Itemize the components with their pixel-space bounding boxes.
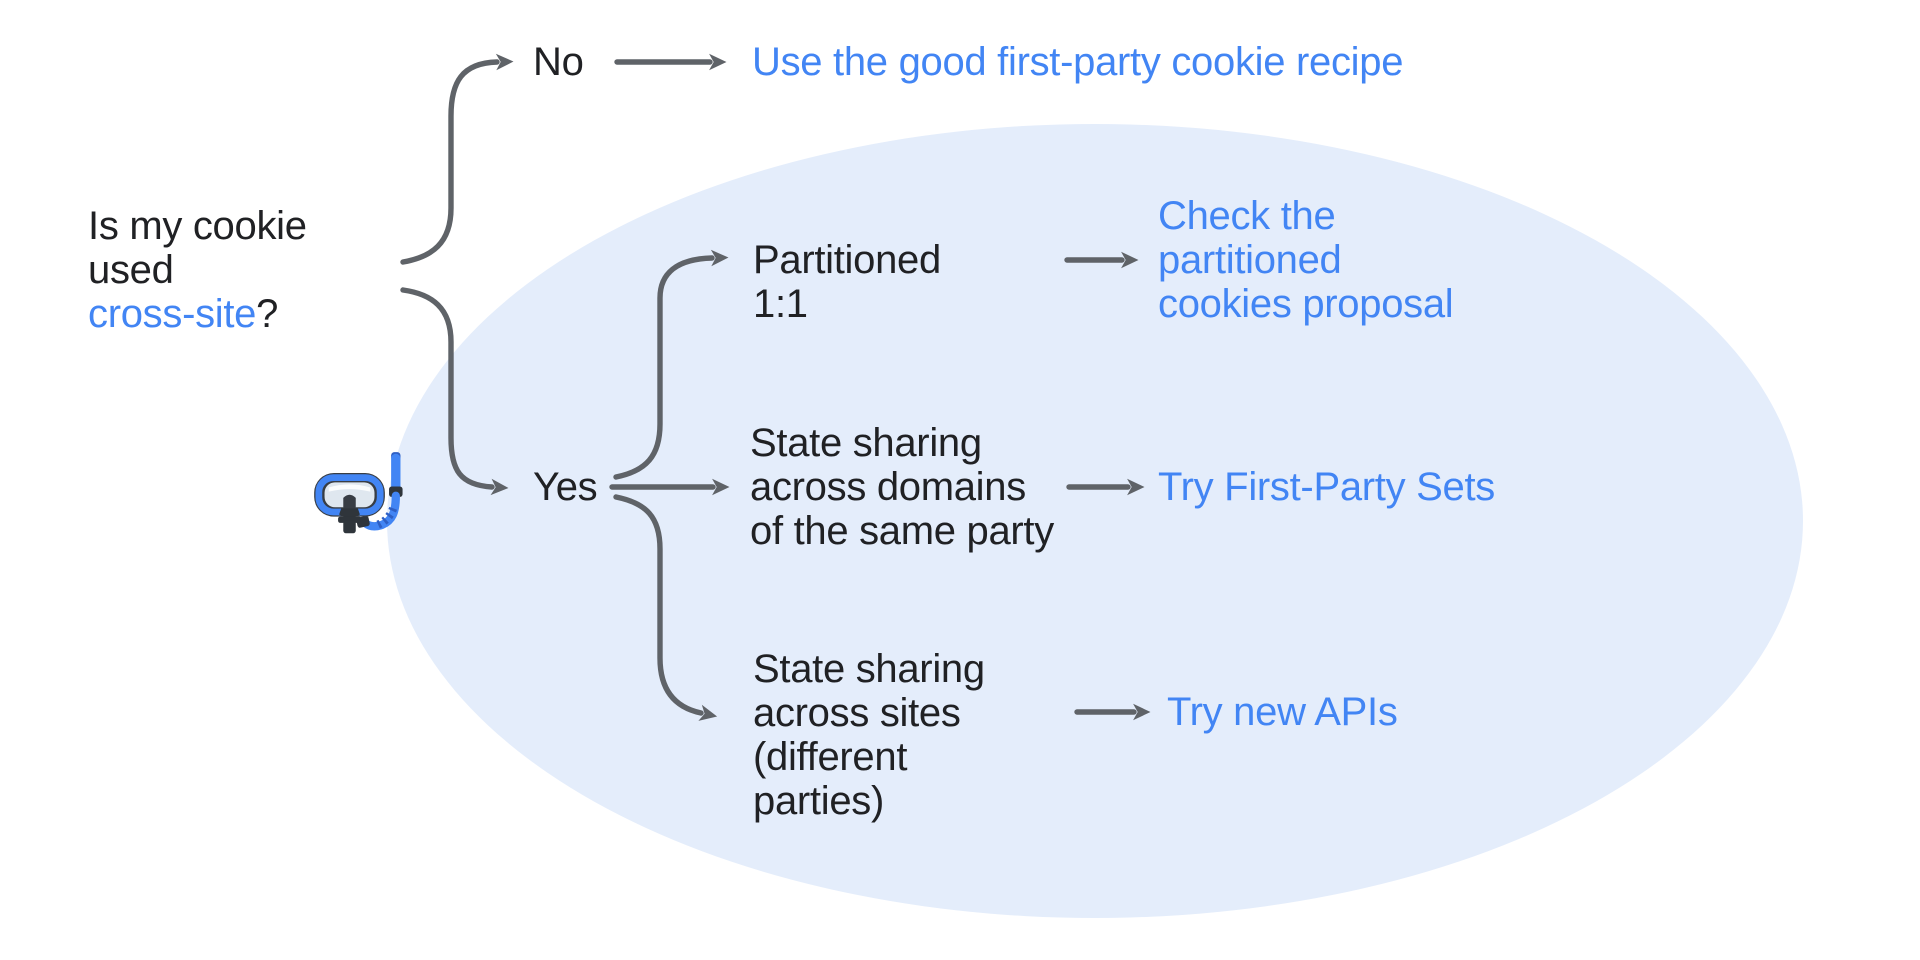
partitioned-result-line-1[interactable]: Check the — [1158, 194, 1336, 238]
question-line-2: used — [88, 248, 174, 292]
condition-sites-line-4: parties) — [753, 779, 884, 823]
partitioned-result-line-2[interactable]: partitioned — [1158, 238, 1342, 282]
condition-partitioned-line-1: Partitioned — [753, 238, 941, 282]
condition-sites-line-2: across sites — [753, 691, 961, 735]
condition-domains-line-1: State sharing — [750, 421, 982, 465]
partitioned-result-link[interactable]: Check the partitioned cookies proposal — [1158, 194, 1454, 326]
question-line-3: cross-site? — [88, 292, 307, 336]
sites-result-link[interactable]: Try new APIs — [1167, 690, 1398, 734]
condition-sites: State sharing across sites (different pa… — [753, 647, 985, 823]
question-mark: ? — [256, 292, 279, 336]
cross-site-ellipse — [387, 124, 1803, 918]
question-line-1: Is my cookie — [88, 204, 307, 248]
arrow-question-to-no — [400, 53, 514, 265]
branch-no-label: No — [533, 40, 584, 84]
no-result-link[interactable]: Use the good first-party cookie recipe — [752, 40, 1404, 84]
question: Is my cookie used cross-site? — [88, 204, 307, 336]
condition-domains: State sharing across domains of the same… — [750, 421, 1054, 553]
domains-result-link[interactable]: Try First-Party Sets — [1158, 465, 1495, 509]
condition-domains-line-3: of the same party — [750, 509, 1054, 553]
condition-partitioned: Partitioned 1:1 — [753, 238, 941, 326]
condition-sites-line-1: State sharing — [753, 647, 985, 691]
cross-site-link[interactable]: cross-site — [88, 292, 257, 336]
condition-partitioned-line-2: 1:1 — [753, 282, 808, 326]
partitioned-result-line-3[interactable]: cookies proposal — [1158, 282, 1454, 326]
condition-domains-line-2: across domains — [750, 465, 1026, 509]
condition-sites-line-3: (different — [753, 735, 908, 779]
branch-yes-label: Yes — [533, 465, 598, 509]
diving-mask-emoji — [314, 452, 403, 534]
